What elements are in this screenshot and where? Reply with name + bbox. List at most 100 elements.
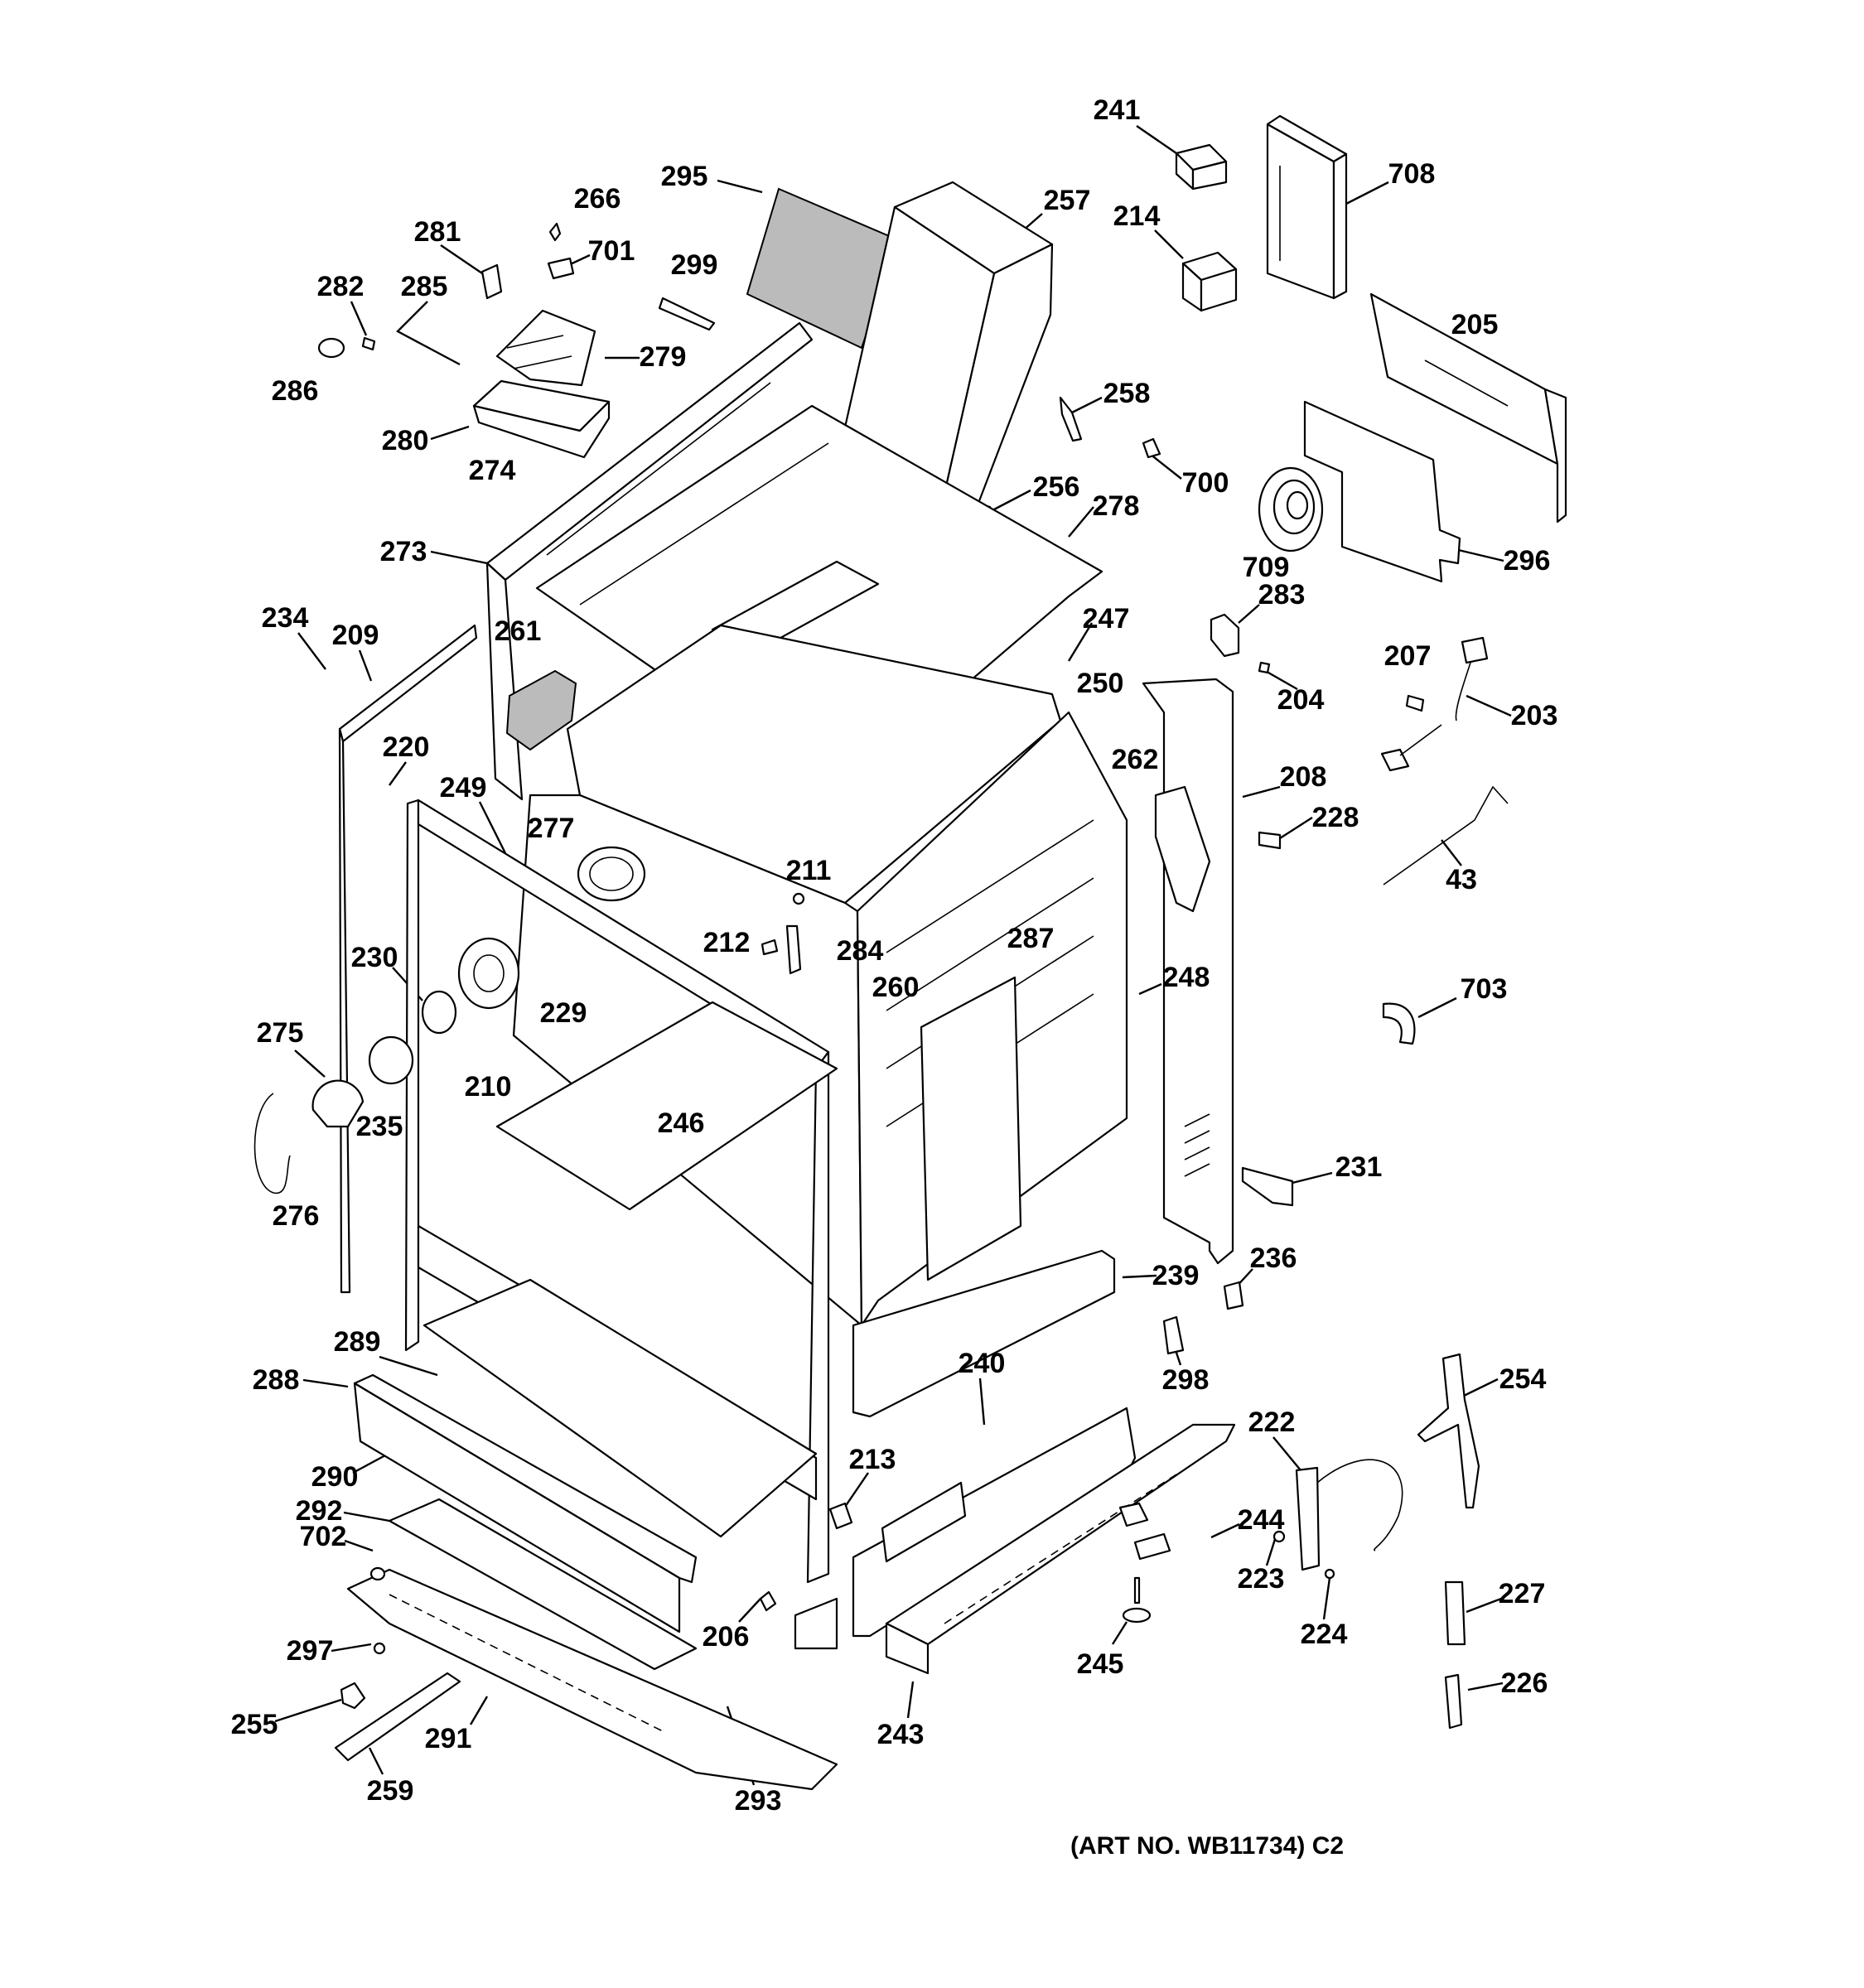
part-205-bracket — [1369, 292, 1567, 524]
part-709-flange — [1258, 466, 1324, 552]
callout-283: 283 — [1258, 579, 1306, 610]
callout-296: 296 — [1503, 545, 1551, 577]
callout-203: 203 — [1510, 700, 1558, 731]
part-274-burner-assembly — [472, 309, 611, 459]
callout-240: 240 — [958, 1348, 1006, 1379]
callout-290: 290 — [311, 1461, 359, 1493]
callout-239: 239 — [1152, 1260, 1200, 1291]
callout-273: 273 — [379, 536, 427, 567]
art-number: (ART NO. WB11734) C2 — [1070, 1832, 1345, 1860]
part-273-side-panel — [485, 321, 814, 801]
part-208-side-bracket — [1142, 678, 1234, 1265]
part-drawer-assembly — [334, 1278, 838, 1791]
callout-236: 236 — [1249, 1242, 1297, 1274]
part-241-transformer — [1175, 143, 1228, 191]
callout-289: 289 — [333, 1326, 381, 1358]
callout-255: 255 — [230, 1709, 278, 1740]
callout-277: 277 — [527, 813, 575, 844]
callout-293: 293 — [734, 1785, 782, 1817]
callout-235: 235 — [355, 1111, 403, 1142]
callout-708: 708 — [1388, 158, 1436, 190]
part-254-hinge-arm — [1417, 1353, 1480, 1730]
callout-291: 291 — [424, 1723, 472, 1754]
part-278-top-panel — [535, 404, 1103, 797]
callout-281: 281 — [413, 216, 461, 248]
callout-210: 210 — [464, 1071, 512, 1103]
callout-709: 709 — [1242, 552, 1290, 583]
callout-287: 287 — [1007, 923, 1055, 954]
callout-288: 288 — [252, 1364, 300, 1396]
callout-280: 280 — [381, 425, 429, 456]
callout-214: 214 — [1113, 200, 1161, 232]
callout-703: 703 — [1460, 973, 1508, 1005]
callout-206: 206 — [702, 1621, 750, 1653]
callout-223: 223 — [1237, 1563, 1285, 1595]
small-parts-top — [317, 222, 1271, 674]
callout-212: 212 — [703, 927, 751, 958]
callout-228: 228 — [1311, 802, 1359, 833]
callout-702: 702 — [299, 1521, 347, 1552]
callout-700: 700 — [1181, 467, 1229, 499]
callout-230: 230 — [350, 942, 398, 973]
callout-250: 250 — [1076, 668, 1124, 699]
part-lamp-assembly — [254, 937, 520, 1194]
callout-43: 43 — [1446, 864, 1477, 895]
callout-246: 246 — [657, 1107, 705, 1139]
small-parts-bottom — [340, 892, 853, 1710]
callout-220: 220 — [382, 731, 430, 763]
callout-276: 276 — [272, 1200, 320, 1232]
callout-231: 231 — [1335, 1151, 1383, 1183]
callout-205: 205 — [1451, 309, 1499, 340]
callout-285: 285 — [400, 271, 448, 302]
callout-257: 257 — [1043, 185, 1091, 216]
part-hinge-and-leveler — [1122, 1459, 1403, 1624]
callout-701: 701 — [587, 235, 635, 267]
callout-286: 286 — [271, 375, 319, 407]
callout-284: 284 — [836, 935, 884, 967]
callout-204: 204 — [1277, 684, 1325, 716]
callout-282: 282 — [316, 271, 365, 302]
part-296-bracket — [1303, 400, 1461, 583]
callout-208: 208 — [1279, 761, 1327, 793]
callout-279: 279 — [639, 341, 687, 373]
callout-213: 213 — [848, 1444, 896, 1475]
callout-278: 278 — [1092, 490, 1140, 522]
callout-295: 295 — [660, 161, 708, 192]
callout-229: 229 — [539, 997, 587, 1029]
callout-227: 227 — [1498, 1578, 1546, 1609]
part-240-lower-assembly — [852, 1249, 1236, 1675]
callout-209: 209 — [331, 620, 379, 651]
part-261-insulation — [505, 669, 577, 751]
callout-243: 243 — [876, 1719, 925, 1750]
callout-247: 247 — [1082, 603, 1130, 635]
callout-256: 256 — [1032, 471, 1080, 503]
callout-226: 226 — [1500, 1667, 1548, 1699]
small-parts-right — [1162, 636, 1509, 1355]
callout-260: 260 — [872, 972, 920, 1003]
callout-262: 262 — [1111, 744, 1159, 775]
callout-266: 266 — [573, 183, 621, 215]
callout-207: 207 — [1384, 640, 1432, 672]
callout-298: 298 — [1161, 1364, 1210, 1396]
callout-275: 275 — [256, 1017, 304, 1049]
callout-211: 211 — [785, 855, 832, 886]
part-708-panel — [1266, 114, 1348, 300]
callout-222: 222 — [1248, 1407, 1296, 1438]
callout-245: 245 — [1076, 1648, 1124, 1680]
callout-259: 259 — [366, 1775, 414, 1807]
part-295-insulation — [746, 187, 901, 350]
callout-224: 224 — [1300, 1619, 1348, 1650]
callout-234: 234 — [261, 602, 309, 634]
callout-254: 254 — [1499, 1363, 1547, 1395]
callout-258: 258 — [1103, 378, 1151, 409]
part-214-relay — [1181, 251, 1238, 312]
callout-297: 297 — [286, 1635, 334, 1667]
callout-241: 241 — [1093, 94, 1141, 126]
callout-299: 299 — [670, 249, 718, 281]
callout-292: 292 — [295, 1495, 343, 1527]
callout-261: 261 — [494, 615, 542, 647]
callout-249: 249 — [439, 772, 487, 803]
callout-248: 248 — [1162, 962, 1210, 993]
